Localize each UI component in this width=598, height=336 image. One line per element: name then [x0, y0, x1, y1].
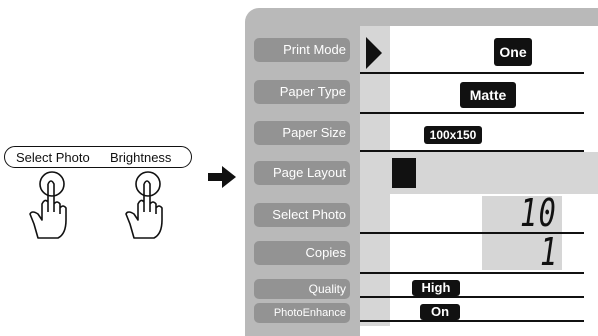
print-mode-value: One [494, 38, 532, 66]
menu-page-layout[interactable]: Page Layout [254, 161, 350, 185]
menu-paper-size[interactable]: Paper Size [254, 121, 350, 145]
paper-type-value: Matte [460, 82, 516, 108]
lcd-divider [360, 112, 584, 114]
menu-select-photo[interactable]: Select Photo [254, 203, 350, 227]
lcd-divider [360, 232, 584, 234]
menu-quality[interactable]: Quality [254, 279, 350, 299]
photo-enhance-value: On [420, 304, 460, 320]
paper-size-value: 100x150 [424, 126, 482, 144]
lcd-divider [360, 272, 584, 274]
menu-paper-type[interactable]: Paper Type [254, 80, 350, 104]
select-photo-number: 10 [520, 191, 558, 235]
control-button-bar [4, 146, 192, 168]
lcd-cursor-icon [366, 37, 382, 69]
lcd-divider [360, 320, 584, 322]
copies-number: 1 [540, 230, 559, 274]
select-photo-button-label[interactable]: Select Photo [16, 150, 90, 165]
quality-value: High [412, 280, 460, 296]
page-layout-indicator [392, 158, 416, 188]
pointing-hand-icon [125, 171, 163, 239]
lcd-divider [360, 296, 584, 298]
lcd-divider [360, 72, 584, 74]
menu-photo-enhance[interactable]: PhotoEnhance [254, 303, 350, 323]
brightness-button-label[interactable]: Brightness [110, 150, 172, 165]
menu-copies[interactable]: Copies [254, 241, 350, 265]
menu-print-mode[interactable]: Print Mode [254, 38, 350, 62]
right-arrow-icon [208, 166, 236, 188]
pointing-hand-icon [29, 171, 67, 239]
lcd-divider [360, 150, 584, 152]
